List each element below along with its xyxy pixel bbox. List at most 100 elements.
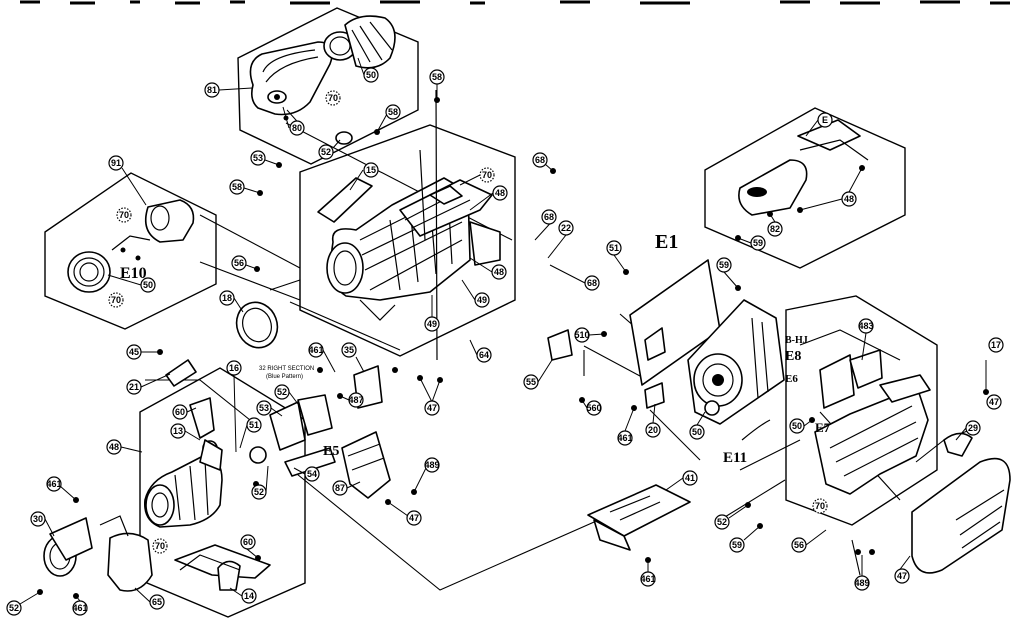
rear-frame-assembly xyxy=(799,329,931,495)
callout-number: 70 xyxy=(119,210,129,220)
callout-number: 487 xyxy=(348,395,363,405)
callout-49: 49 xyxy=(474,292,490,308)
callout-number: 52 xyxy=(277,387,287,397)
callout-53: 53 xyxy=(256,400,272,416)
screws xyxy=(19,84,989,605)
callout-48: 48 xyxy=(492,185,508,201)
callout-70: 70 xyxy=(479,167,495,183)
callout-number: 489 xyxy=(424,460,439,470)
callout-circle xyxy=(986,394,1002,410)
callout-number: 49 xyxy=(477,295,487,305)
callout-number: 50 xyxy=(792,421,802,431)
zone-label-e8: E8 xyxy=(785,349,801,364)
callout-70: 70 xyxy=(108,292,124,308)
callout-48: 48 xyxy=(841,191,857,207)
callout-number: 91 xyxy=(111,158,121,168)
callout-circle xyxy=(716,257,732,273)
callout-circle xyxy=(750,235,766,251)
callout-483: 483 xyxy=(858,318,874,334)
callout-number: 14 xyxy=(244,591,254,601)
callout-circle xyxy=(476,347,492,363)
callout-60: 60 xyxy=(172,404,188,420)
callout-circle xyxy=(341,342,357,358)
callout-47: 47 xyxy=(406,510,422,526)
callout-circle xyxy=(241,588,257,604)
callout-circle xyxy=(240,534,256,550)
callout-circle xyxy=(363,162,379,178)
callout-circle xyxy=(789,418,805,434)
callout-circle xyxy=(170,423,186,439)
callout-45: 45 xyxy=(126,344,142,360)
callout-circle xyxy=(149,594,165,610)
callout-461: 461 xyxy=(308,342,324,358)
callout-15: 15 xyxy=(363,162,379,178)
callout-50: 50 xyxy=(363,67,379,83)
callout-number: 29 xyxy=(968,423,978,433)
callout-16: 16 xyxy=(226,360,242,376)
callout-59: 59 xyxy=(729,537,745,553)
callout-circle xyxy=(558,220,574,236)
callout-50: 50 xyxy=(689,424,705,440)
callout-number: 461 xyxy=(308,345,323,355)
callout-number: 560 xyxy=(586,403,601,413)
callout-59: 59 xyxy=(716,257,732,273)
callout-number: 17 xyxy=(991,340,1001,350)
callout-number: 45 xyxy=(129,347,139,357)
lens-front-group xyxy=(67,199,195,293)
callout-52: 52 xyxy=(318,144,334,160)
callout-circle xyxy=(46,476,62,492)
zone-label-e6: E6 xyxy=(785,373,798,385)
callout-circle xyxy=(256,400,272,416)
callout-47: 47 xyxy=(894,568,910,584)
callout-60: 60 xyxy=(240,534,256,550)
callout-487: 487 xyxy=(348,392,364,408)
callout-number: 55 xyxy=(526,377,536,387)
callout-circle xyxy=(172,404,188,420)
callout-E: E xyxy=(817,112,833,128)
callout-number: 30 xyxy=(33,514,43,524)
zone-label-e5: E5 xyxy=(323,444,339,459)
callout-50: 50 xyxy=(140,277,156,293)
callout-number: 16 xyxy=(229,363,239,373)
callout-number: 48 xyxy=(495,188,505,198)
callout-circle xyxy=(491,264,507,280)
callout-number: 51 xyxy=(609,243,619,253)
parts xyxy=(19,15,1011,605)
callout-number: 15 xyxy=(366,165,376,175)
callout-circle xyxy=(246,417,262,433)
callout-number: 461 xyxy=(617,433,632,443)
callout-number: 52 xyxy=(321,147,331,157)
callout-52: 52 xyxy=(714,514,730,530)
zone-label-e11: E11 xyxy=(723,450,747,466)
callout-number: 60 xyxy=(175,407,185,417)
callout-number: 68 xyxy=(587,278,597,288)
callout-number: 58 xyxy=(232,182,242,192)
callout-number: 53 xyxy=(253,153,263,163)
callout-circle xyxy=(116,207,132,223)
callout-circle xyxy=(767,221,783,237)
callout-70: 70 xyxy=(152,538,168,554)
callout-number: 47 xyxy=(897,571,907,581)
callout-41: 41 xyxy=(682,470,698,486)
callout-circle xyxy=(965,420,981,436)
zone-label-e7: E7 xyxy=(815,420,831,435)
callout-circle xyxy=(645,422,661,438)
callout-52: 52 xyxy=(6,600,22,616)
callout-circle xyxy=(988,337,1004,353)
callout-number: 81 xyxy=(207,85,217,95)
main-chassis xyxy=(317,89,501,361)
callout-circle xyxy=(72,600,88,616)
callout-circle xyxy=(332,480,348,496)
front-ring-and-cover xyxy=(43,515,153,592)
callout-80: 80 xyxy=(289,120,305,136)
callout-circle xyxy=(140,277,156,293)
callout-circle xyxy=(584,275,600,291)
group-box-handle xyxy=(704,107,906,269)
callout-circle xyxy=(251,484,267,500)
middle-brackets xyxy=(269,365,391,499)
callout-circle xyxy=(894,568,910,584)
callout-circle xyxy=(854,575,870,591)
callout-number: 70 xyxy=(815,501,825,511)
zone-label-e1: E1 xyxy=(655,231,678,253)
ring-part xyxy=(235,301,279,349)
